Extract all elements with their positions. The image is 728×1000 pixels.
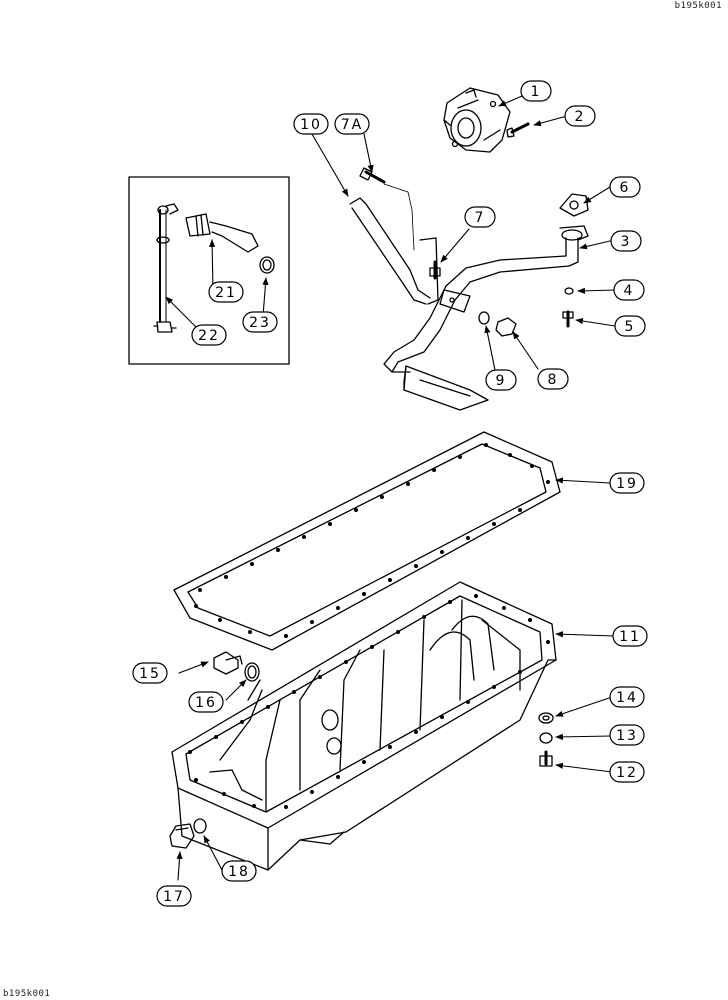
callout-label: 7A — [341, 117, 363, 133]
part-bolt-12 — [539, 750, 553, 767]
callout-label: 2 — [575, 109, 586, 125]
callout-4: 4 — [613, 279, 645, 301]
callout-bubble — [293, 113, 329, 135]
part-ring-16 — [244, 662, 260, 682]
callout-10: 10 — [293, 113, 329, 135]
part-bolt-2 — [506, 122, 530, 138]
part-washer-4 — [564, 287, 574, 295]
callout-bubble — [156, 885, 192, 907]
callout-label: 14 — [616, 690, 638, 706]
part-gasket-6 — [559, 193, 589, 217]
callout-bubble — [613, 279, 645, 301]
callout-bubble — [564, 105, 596, 127]
callout-label: 6 — [620, 180, 631, 196]
part-bolt-7 — [429, 260, 441, 280]
callout-label: 8 — [548, 372, 559, 388]
callout-label: 23 — [249, 315, 271, 331]
callout-22: 22 — [191, 324, 227, 346]
callout-19: 19 — [609, 472, 645, 494]
part-washer-14 — [538, 712, 554, 724]
callout-label: 7 — [475, 210, 486, 226]
callout-label: 18 — [228, 864, 250, 880]
callout-label: 4 — [624, 283, 635, 299]
callout-bubble — [537, 368, 569, 390]
callout-16: 16 — [188, 691, 224, 713]
callout-bubble — [208, 281, 244, 303]
callout-bubble — [191, 324, 227, 346]
part-pickup-tube — [383, 225, 589, 411]
callout-11: 11 — [612, 625, 648, 647]
callout-bubble — [612, 625, 648, 647]
part-plug-17 — [169, 823, 195, 849]
part-oil-pan-11 — [171, 581, 557, 871]
part-plug-15 — [213, 651, 243, 675]
callout-6: 6 — [609, 176, 641, 198]
callout-bubble — [609, 724, 645, 746]
callout-8: 8 — [537, 368, 569, 390]
callout-label: 3 — [621, 234, 632, 250]
drawing-code-bottom: b195k001 — [3, 989, 51, 999]
callout-bubble — [614, 315, 646, 337]
callout-label: 16 — [195, 695, 217, 711]
callout-bubble — [609, 472, 645, 494]
callout-label: 22 — [198, 328, 220, 344]
callout-label: 15 — [139, 666, 161, 682]
callout-label: 5 — [625, 319, 636, 335]
callout-label: 1 — [531, 84, 542, 100]
callout-14: 14 — [609, 686, 645, 708]
part-nut-8 — [495, 317, 517, 337]
callout-15: 15 — [132, 662, 168, 684]
callout-bubble — [334, 113, 370, 135]
callout-bubble — [485, 369, 517, 391]
callout-label: 10 — [300, 117, 322, 133]
part-ring-18 — [193, 818, 207, 834]
callout-5: 5 — [614, 315, 646, 337]
leader-lines — [165, 95, 617, 881]
part-pump-housing — [443, 87, 511, 153]
callout-bubble — [609, 176, 641, 198]
callout-7a: 7A — [334, 113, 370, 135]
callout-label: 17 — [163, 889, 185, 905]
callout-13: 13 — [609, 724, 645, 746]
callout-label: 19 — [616, 476, 638, 492]
callout-1: 1 — [520, 80, 552, 102]
callout-18: 18 — [221, 860, 257, 882]
callout-21: 21 — [208, 281, 244, 303]
callout-bubble — [188, 691, 224, 713]
part-gasket-19 — [173, 431, 561, 651]
callout-bubble — [609, 761, 645, 783]
part-bracket-10 — [349, 197, 471, 313]
callout-bubble — [221, 860, 257, 882]
callout-12: 12 — [609, 761, 645, 783]
callout-17: 17 — [156, 885, 192, 907]
part-bolt-7a — [359, 167, 415, 251]
callout-bubble — [242, 311, 278, 333]
callout-2: 2 — [564, 105, 596, 127]
callout-label: 21 — [215, 285, 237, 301]
callout-label: 9 — [496, 373, 507, 389]
callout-label: 13 — [616, 728, 638, 744]
callout-9: 9 — [485, 369, 517, 391]
part-washer-13 — [539, 732, 553, 744]
callout-23: 23 — [242, 311, 278, 333]
callout-bubble — [132, 662, 168, 684]
callout-label: 11 — [619, 629, 641, 645]
callout-bubble — [520, 80, 552, 102]
callout-bubble — [610, 230, 642, 252]
part-bolt-5 — [562, 310, 574, 328]
callout-bubble — [464, 206, 496, 228]
callout-label: 12 — [616, 765, 638, 781]
callout-3: 3 — [610, 230, 642, 252]
drawing-code-top: b195k001 — [674, 1, 722, 11]
callout-bubble — [609, 686, 645, 708]
callout-7: 7 — [464, 206, 496, 228]
part-washer-9 — [478, 311, 490, 325]
